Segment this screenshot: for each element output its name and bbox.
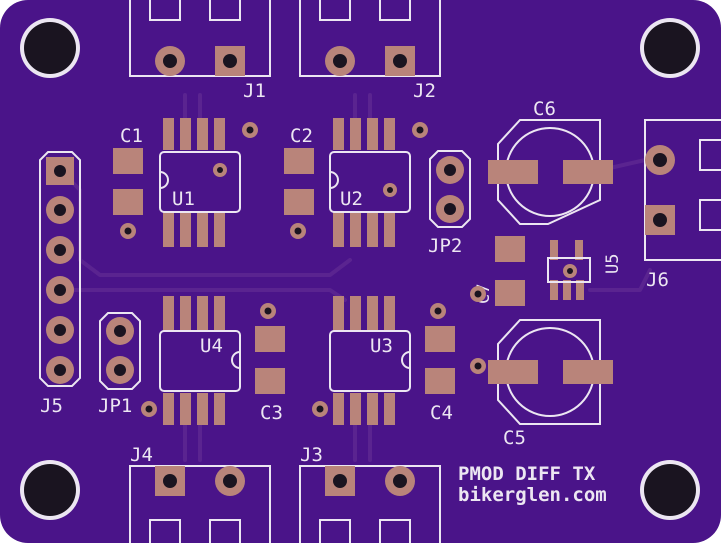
label-c3: C3 [260, 402, 283, 424]
label-c4: C4 [430, 402, 453, 424]
ic-u1: U1 [159, 118, 241, 247]
mounting-hole-top-right [640, 18, 700, 78]
connector-j4: J4 [129, 444, 271, 543]
label-j5: J5 [40, 395, 63, 417]
capacitor-c6: C6 [488, 98, 613, 225]
ic-u2: U2 [329, 118, 411, 247]
capacitor-c2: C2 [284, 125, 314, 215]
label-j4: J4 [130, 444, 153, 466]
ic-u4: U4 [159, 296, 241, 425]
label-jp2: JP2 [428, 235, 462, 257]
connector-j1: J1 [129, 0, 271, 102]
label-c5: C5 [503, 427, 526, 449]
capacitor-c1: C1 [113, 125, 143, 215]
label-u5: U5 [603, 254, 623, 274]
label-c6: C6 [533, 98, 556, 120]
label-j3: J3 [300, 444, 323, 466]
mounting-hole-bottom-right [640, 460, 700, 520]
copper-traces [58, 93, 652, 462]
label-u2: U2 [340, 188, 363, 210]
header-j5: J5 [39, 151, 81, 417]
connector-j6: J6 [644, 119, 721, 291]
capacitor-c4: C4 [425, 326, 455, 424]
label-j1: J1 [243, 80, 266, 102]
regulator-u5: U5 [547, 240, 623, 300]
jumper-jp2: JP2 [428, 150, 471, 257]
label-u4: U4 [200, 335, 223, 357]
label-u3: U3 [370, 335, 393, 357]
connector-j2: J2 [299, 0, 441, 102]
label-jp1: JP1 [98, 395, 132, 417]
label-u1: U1 [172, 188, 195, 210]
label-c2: C2 [290, 125, 313, 147]
jumper-jp1: JP1 [98, 312, 141, 417]
label-c1: C1 [120, 125, 143, 147]
board-url: bikerglen.com [458, 484, 607, 506]
label-j2: J2 [413, 80, 436, 102]
capacitor-c3: C3 [255, 326, 285, 424]
ic-u3: U3 [329, 296, 411, 425]
mounting-holes [20, 18, 700, 520]
capacitor-c5: C5 [488, 319, 613, 449]
board-title: PMOD DIFF TX [458, 463, 596, 485]
label-j6: J6 [646, 269, 669, 291]
mounting-hole-bottom-left [20, 460, 80, 520]
mounting-hole-top-left [20, 18, 80, 78]
connector-j3: J3 [299, 444, 441, 543]
